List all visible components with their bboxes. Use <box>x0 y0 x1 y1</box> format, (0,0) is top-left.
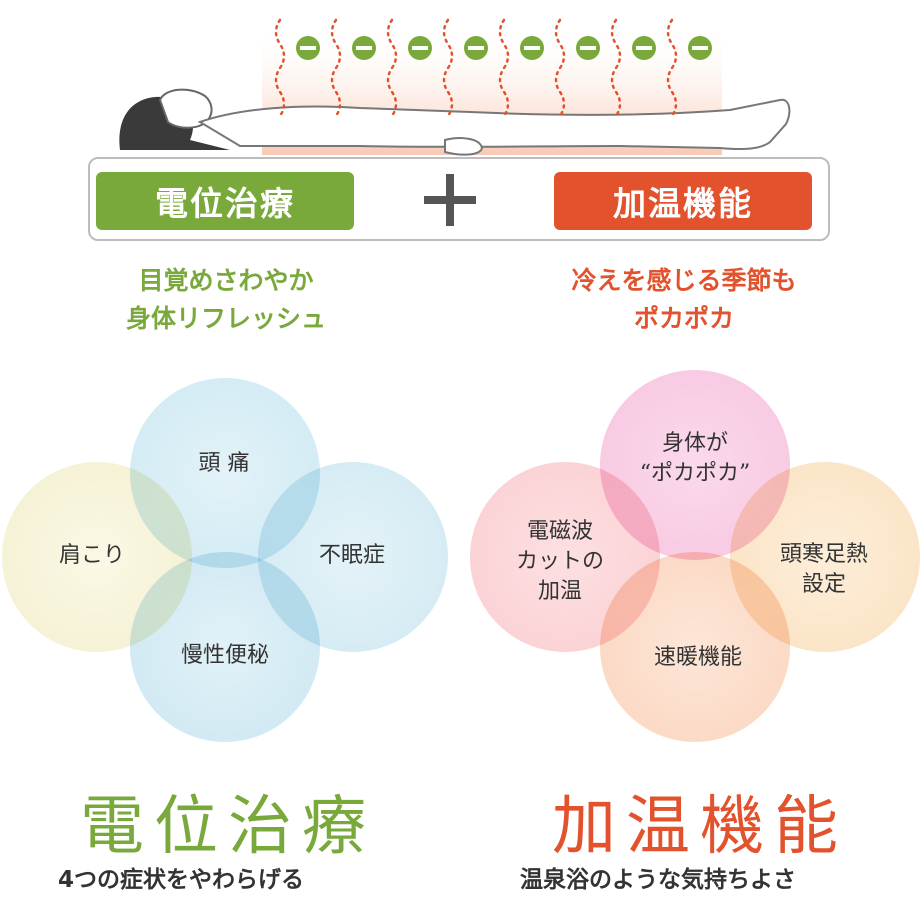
electric-therapy-title: 電位治療 <box>80 790 376 864</box>
electric-therapy-caption: 目覚めさわやか 身体リフレッシュ <box>56 262 396 338</box>
item-constipation: 慢性便秘 <box>180 643 270 668</box>
plus-icon <box>424 174 476 226</box>
electric-therapy-subtitle: 4つの症状をやわらげる <box>58 867 305 893</box>
caption-line: ポカポカ <box>633 304 734 333</box>
item-emf-cut: 電磁波 カットの 加温 <box>515 519 605 604</box>
heating-caption: 冷えを感じる季節も ポカポカ <box>514 262 854 338</box>
item-head-cool-feet-warm: 頭寒足熱 設定 <box>779 542 869 597</box>
heat-wave-lines <box>274 18 678 118</box>
heating-function-title: 加温機能 <box>552 790 848 864</box>
circle-constipation <box>130 552 320 742</box>
item-warm-body: 身体が “ポカポカ” <box>639 431 751 486</box>
heating-function-subtitle: 温泉浴のような気持ちよさ <box>520 867 796 893</box>
caption-line: 目覚めさわやか <box>138 266 314 295</box>
potential-minus-icons <box>296 36 712 60</box>
caption-line: 身体リフレッシュ <box>125 304 326 333</box>
item-stiff-shoulders: 肩こり <box>58 543 126 568</box>
electric-therapy-label: 電位治療 <box>96 172 354 230</box>
head <box>158 88 213 129</box>
body-outline <box>197 98 791 151</box>
circle-quick-heat <box>600 552 790 742</box>
item-insomnia: 不眠症 <box>318 543 386 568</box>
heating-function-label: 加温機能 <box>554 172 812 230</box>
item-headache: 頭 痛 <box>198 451 250 476</box>
caption-line: 冷えを感じる季節も <box>571 266 797 295</box>
person-lying-illustration <box>119 18 791 156</box>
hand <box>444 137 484 156</box>
item-quick-heat: 速暖機能 <box>653 645 743 670</box>
